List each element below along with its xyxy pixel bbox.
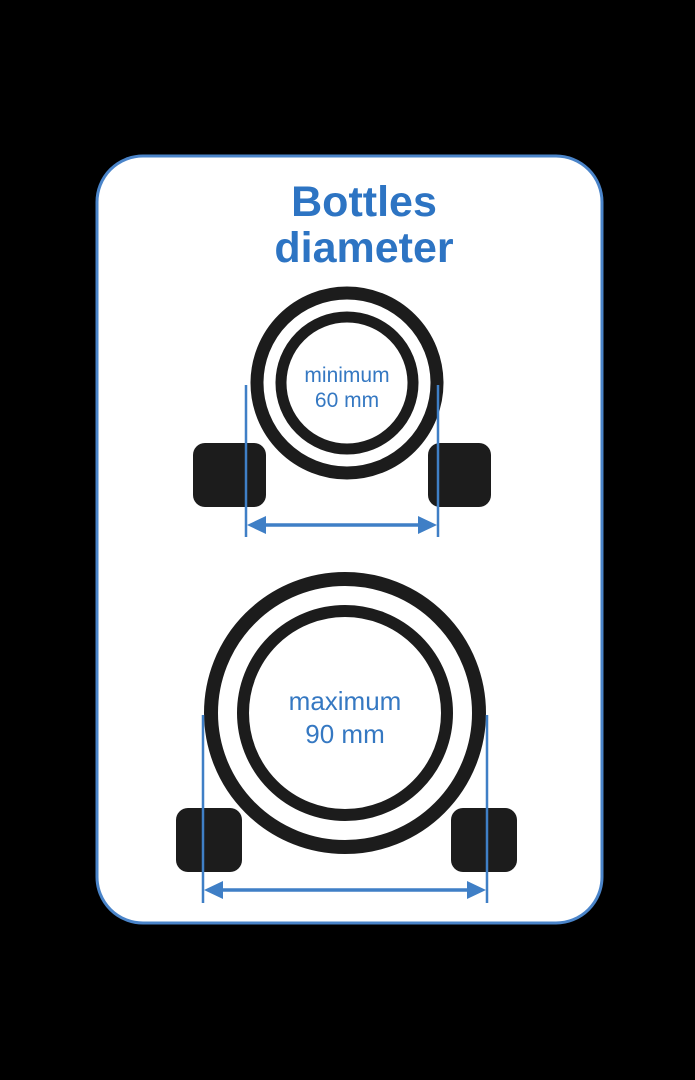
- min-right-arrowhead-icon: [418, 516, 437, 534]
- max-left-holder-block: [176, 808, 242, 872]
- min-bottle-value: 60 mm: [315, 389, 379, 412]
- max-bottle-label: maximum: [289, 686, 402, 716]
- max-bottle-group: maximum 90 mm: [176, 572, 517, 903]
- max-right-arrowhead-icon: [467, 881, 486, 899]
- min-bottle-outer-ring: [250, 286, 444, 480]
- min-right-holder-block: [428, 443, 491, 507]
- max-left-arrowhead-icon: [204, 881, 223, 899]
- title-line-1: Bottles: [291, 178, 437, 226]
- title-line-2: diameter: [274, 224, 454, 272]
- min-bottle-label: minimum: [304, 364, 389, 387]
- min-left-arrowhead-icon: [247, 516, 266, 534]
- min-bottle-inner-ring: [275, 311, 419, 455]
- max-bottle-value: 90 mm: [305, 719, 384, 749]
- max-bottle-outer-ring: [204, 572, 486, 854]
- max-right-holder-block: [451, 808, 517, 872]
- min-left-holder-block: [193, 443, 266, 507]
- min-bottle-group: minimum 60 mm: [193, 286, 491, 537]
- max-bottle-inner-ring: [237, 605, 453, 821]
